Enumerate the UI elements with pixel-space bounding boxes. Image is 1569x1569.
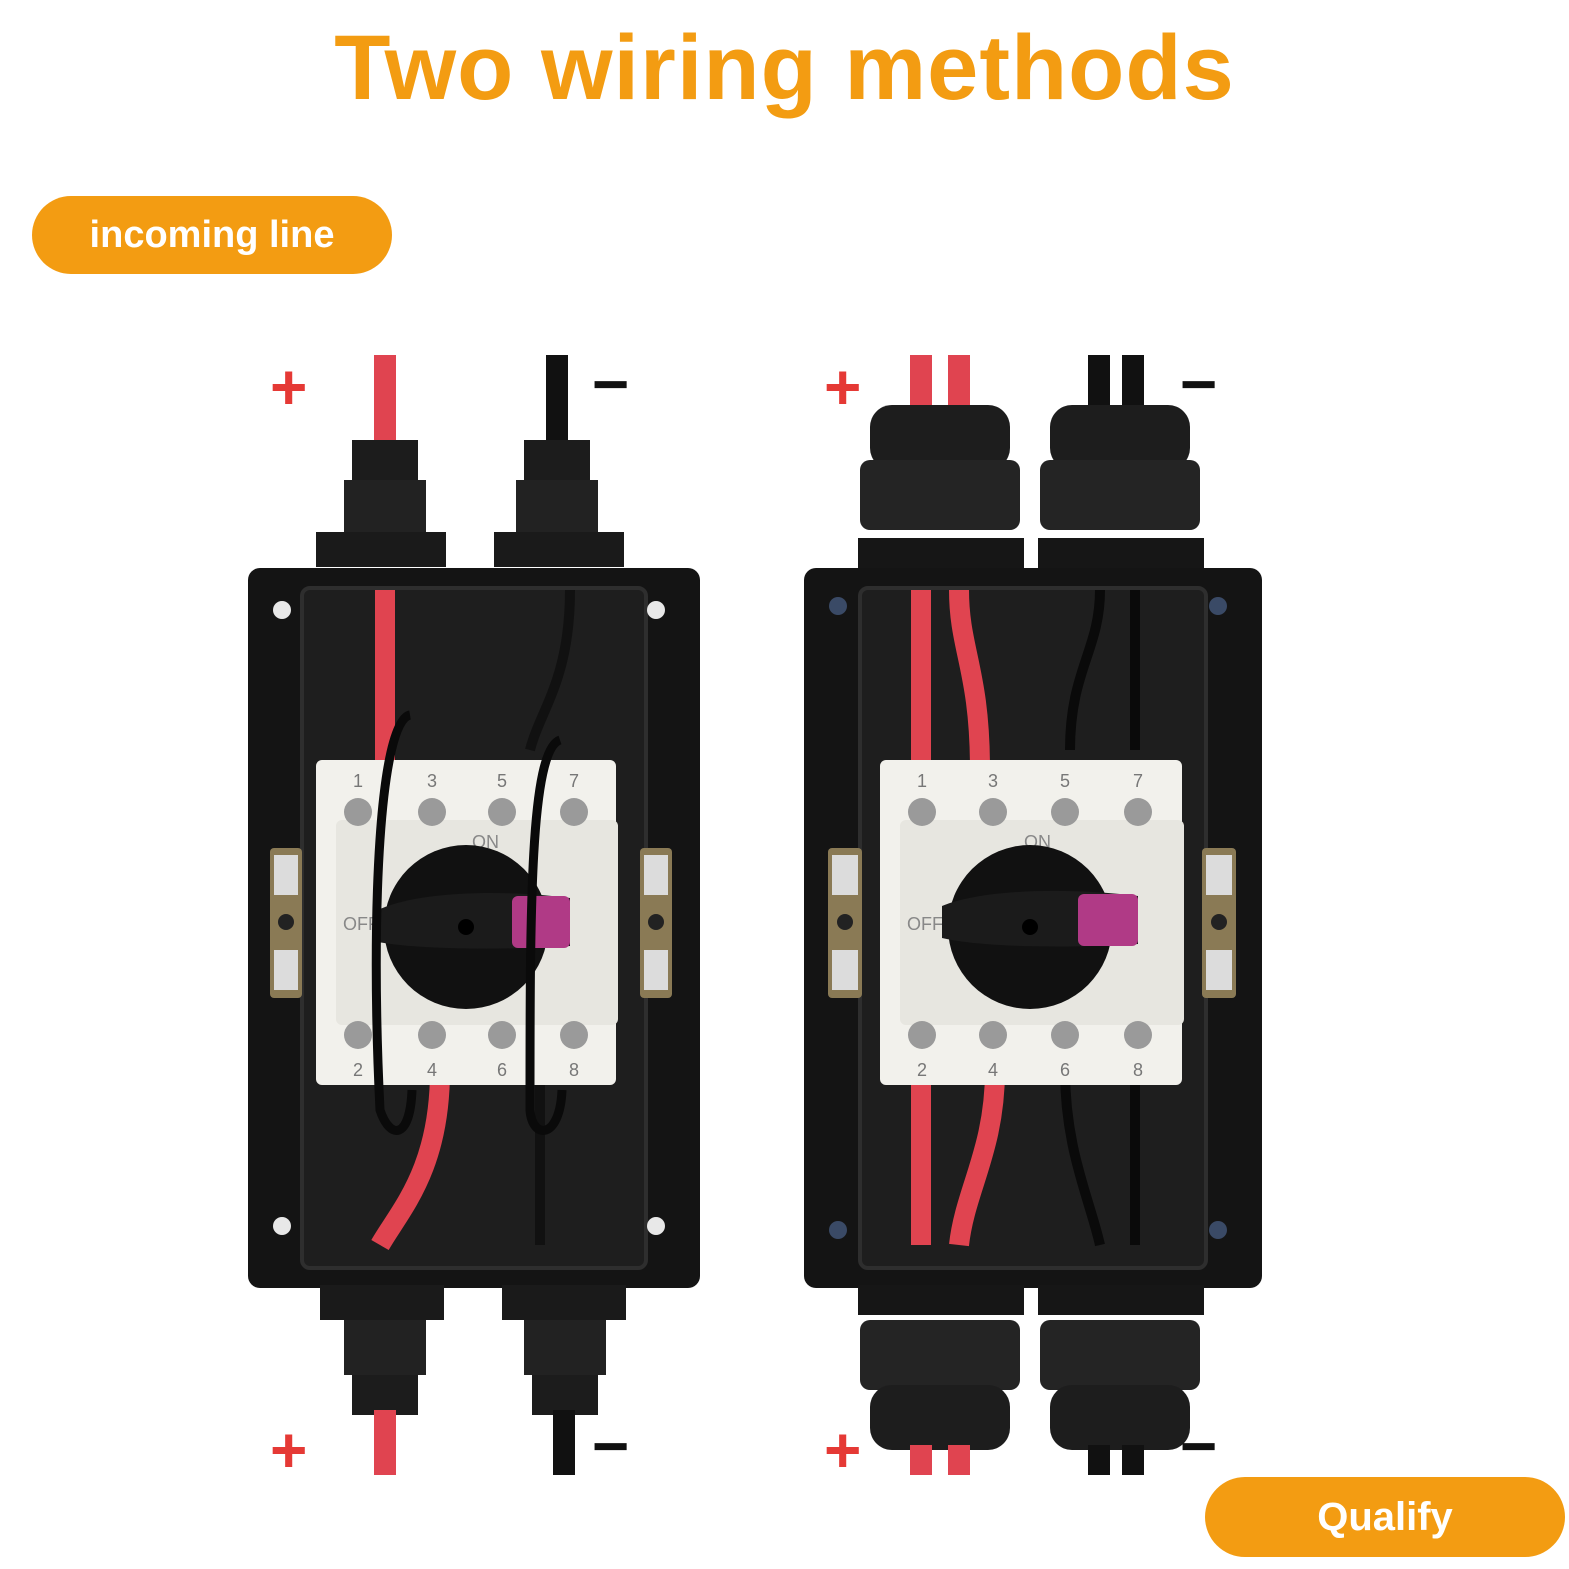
cable-gland-top-right [494, 440, 624, 567]
terminal-label: 6 [1060, 1060, 1070, 1080]
terminal-label: 2 [353, 1060, 363, 1080]
plus-sign-top-right: + [824, 351, 862, 423]
red-wire-bottom [374, 1410, 396, 1475]
cable-gland-bottom-right [1038, 1285, 1204, 1450]
terminal-screws-top [908, 798, 1152, 826]
plus-sign-bottom-right: + [824, 1414, 862, 1486]
junction-box-illustration: 1 3 5 7 2 4 6 8 ON OFF [248, 355, 700, 1475]
lock-icon [512, 896, 570, 948]
off-label: OFF [907, 914, 943, 934]
side-terminal-right [640, 848, 672, 998]
wiring-method-dual: 1 3 5 7 2 4 6 8 ON OFF [800, 350, 1270, 1480]
terminal-screws-bottom [344, 1021, 588, 1049]
plus-sign-top-left: + [270, 351, 308, 423]
minus-sign-bottom-left: − [592, 1410, 630, 1482]
terminal-label: 5 [1060, 771, 1070, 791]
jumper-wire [371, 710, 417, 1135]
screw-icon [1209, 1221, 1227, 1239]
terminal-screws-top [344, 798, 588, 826]
terminal-label: 1 [917, 771, 927, 791]
incoming-line-label: incoming line [89, 213, 335, 256]
cable-gland-bottom-right [502, 1285, 626, 1415]
black-wire-top [546, 355, 568, 445]
terminal-label: 5 [497, 771, 507, 791]
terminal-label: 3 [988, 771, 998, 791]
junction-box-illustration: 1 3 5 7 2 4 6 8 ON OFF [804, 355, 1262, 1475]
side-terminal-left [270, 848, 302, 998]
jumper-wire [525, 735, 567, 1135]
terminal-label: 1 [353, 771, 363, 791]
minus-sign-top-left: − [592, 348, 630, 420]
terminal-label: 4 [427, 1060, 437, 1080]
screw-icon [273, 1217, 291, 1235]
screw-icon [829, 1221, 847, 1239]
screw-icon [647, 601, 665, 619]
terminal-label: 8 [1133, 1060, 1143, 1080]
red-wire-top [374, 355, 396, 445]
terminal-screws-bottom [908, 1021, 1152, 1049]
wiring-method-single: 1 3 5 7 2 4 6 8 ON OFF [240, 350, 710, 1480]
black-wire-bottom [553, 1410, 575, 1475]
off-label: OFF [343, 914, 379, 934]
terminal-label: 3 [427, 771, 437, 791]
lock-icon [1078, 894, 1138, 946]
qualify-badge: Qualify [1205, 1477, 1565, 1557]
cable-gland-bottom-left [320, 1285, 444, 1415]
terminal-label: 4 [988, 1060, 998, 1080]
terminal-label: 7 [1133, 771, 1143, 791]
cable-gland-top-left [316, 440, 446, 567]
terminal-label: 6 [497, 1060, 507, 1080]
side-terminal-right [1202, 848, 1236, 998]
side-terminal-left [828, 848, 862, 998]
page-title: Two wiring methods [334, 17, 1235, 119]
screw-icon [273, 601, 291, 619]
cable-gland-bottom-left [858, 1285, 1024, 1450]
cable-gland-top-left [858, 405, 1024, 568]
screw-icon [647, 1217, 665, 1235]
minus-sign-top-right: − [1180, 348, 1218, 420]
qualify-label: Qualify [1317, 1494, 1453, 1539]
terminal-label: 8 [569, 1060, 579, 1080]
minus-sign-bottom-right: − [1180, 1410, 1218, 1482]
terminal-label: 2 [917, 1060, 927, 1080]
terminal-label: 7 [569, 771, 579, 791]
plus-sign-bottom-left: + [270, 1414, 308, 1486]
screw-icon [1209, 597, 1227, 615]
screw-icon [829, 597, 847, 615]
incoming-line-badge: incoming line [32, 196, 392, 274]
cable-gland-top-right [1038, 405, 1204, 568]
